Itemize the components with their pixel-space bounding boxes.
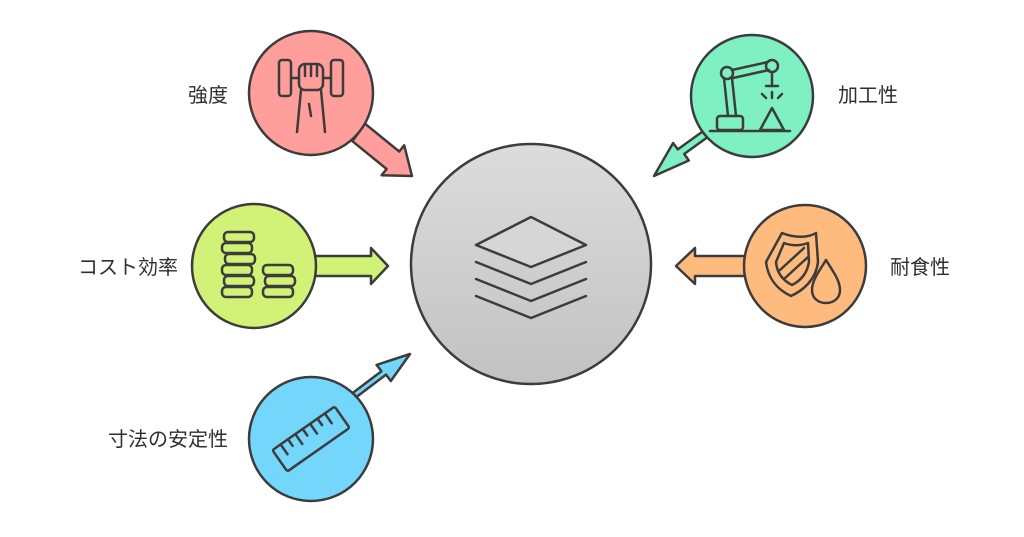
strength-circle [247,29,375,157]
machinability-arrow [652,127,714,178]
strength-label: 強度 [188,83,228,107]
corrosion-label: 耐食性 [890,255,950,279]
layers-icon [474,215,588,320]
strength-arrow [351,122,414,178]
robot-arm-icon [708,58,792,133]
shield-drop-icon [764,231,842,305]
machinability-label: 加工性 [838,83,898,107]
dimension-circle [247,375,375,503]
cost-label: コスト効率 [78,255,178,279]
machinability-circle [689,33,815,159]
dimension-arrow [348,352,412,400]
cost-arrow [313,246,390,286]
ruler-icon [271,406,351,472]
coin-stacks-icon [220,230,297,299]
corrosion-circle [742,203,868,329]
dumbbell-hand-icon [277,58,345,134]
dimension-label: 寸法の安定性 [108,427,228,451]
cost-circle [190,202,318,330]
